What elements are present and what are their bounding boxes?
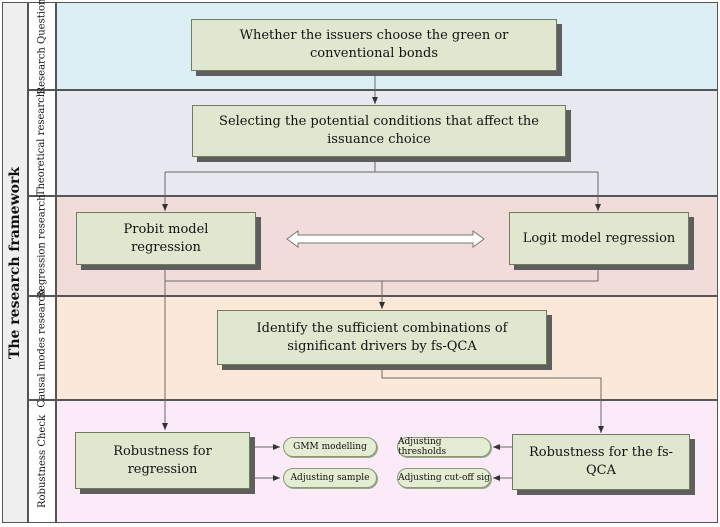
check-adjusting-cutoff: Adjusting cut-off sig <box>397 468 491 488</box>
band-label-robustness-check: Robustness Check <box>28 400 56 523</box>
check-adjusting-sample: Adjusting sample <box>283 468 377 488</box>
connector-logit-merge <box>165 266 599 282</box>
check-adjusting-thresholds: Adjusting thresholds <box>397 437 491 457</box>
double-arrow-probit-logit <box>286 230 485 248</box>
connector-fsqca-to-robust <box>381 366 604 433</box>
node-robustness-fsqca: Robustness for the fs-QCA <box>512 434 690 490</box>
node-potential-conditions: Selecting the potential conditions that … <box>192 105 566 157</box>
node-probit-regression: Probit model regression <box>76 212 256 265</box>
band-label-regression-research: Regression research <box>28 194 56 298</box>
framework-title-column <box>2 2 28 523</box>
band-label-research-question: Research Question <box>28 0 56 94</box>
connector-conditions-split <box>165 157 598 173</box>
node-research-question: Whether the issuers choose the green or … <box>191 19 557 71</box>
node-logit-regression: Logit model regression <box>509 212 689 265</box>
check-gmm-modelling: GMM modelling <box>283 437 377 457</box>
node-robustness-regression: Robustness for regression <box>75 432 250 489</box>
band-label-causal-modes-research: Causal modes research <box>28 289 56 407</box>
node-fsqca-combinations: Identify the sufficient combinations of … <box>217 310 547 365</box>
band-label-theoretical-research: Theoretical research <box>28 90 56 196</box>
